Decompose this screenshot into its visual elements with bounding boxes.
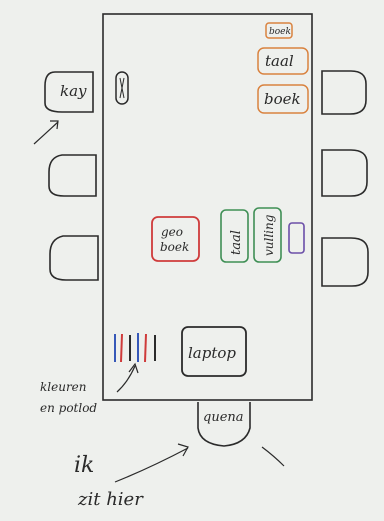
taal-book-label: taal: [265, 52, 294, 70]
pencils-caption-line2: en potlod: [40, 401, 97, 415]
chair-bottom-label: quena: [203, 410, 244, 425]
sit-caption-line1: ik: [74, 453, 94, 478]
small-book-label: boek: [269, 27, 291, 37]
geo-book-line2: boek: [160, 240, 189, 254]
chair-left-top-label: kay: [60, 82, 87, 100]
green-taal-label: taal: [229, 230, 244, 255]
laptop-label: laptop: [188, 344, 236, 362]
pencils-caption-line1: kleuren: [40, 380, 87, 394]
boek-label: boek: [264, 90, 301, 108]
sit-caption-line2: zit hier: [77, 489, 144, 510]
geo-book-line1: geo: [161, 225, 183, 239]
green-vulling-label: vulling: [262, 214, 276, 256]
